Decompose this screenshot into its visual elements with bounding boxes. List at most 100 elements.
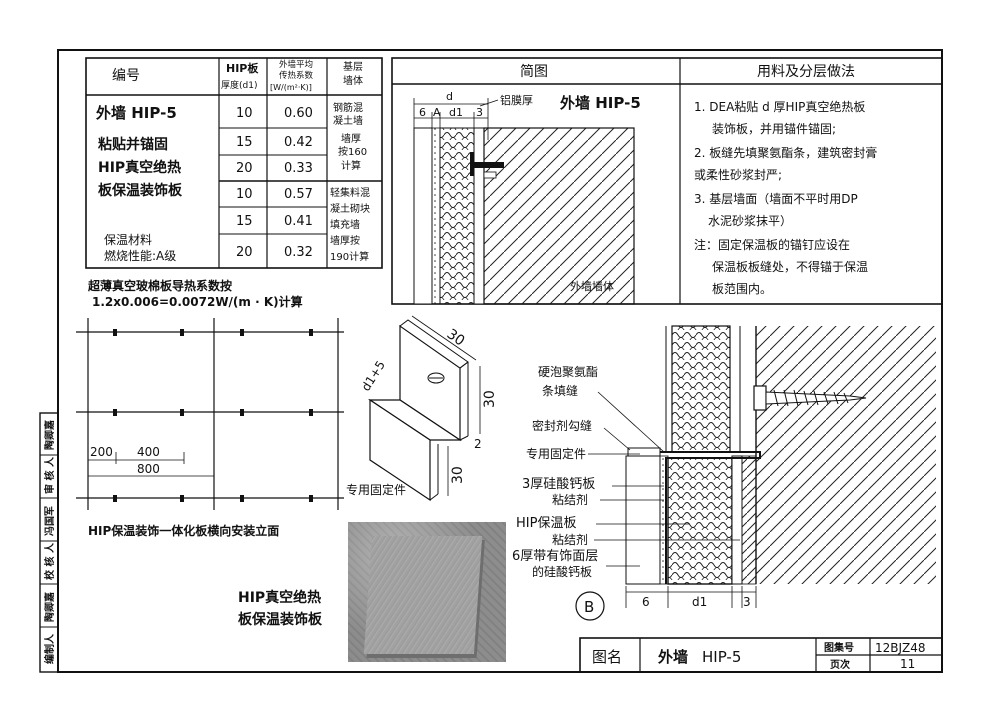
sketch-foil-label: 铝膜厚: [500, 93, 533, 107]
spec-row-3-d: 20: [236, 161, 253, 176]
sketch-dim-3: 3: [476, 106, 483, 119]
spec-base-b-3: 填充墙: [330, 218, 360, 231]
spec-desc-2: HIP真空绝热: [98, 159, 181, 176]
spec-row-4-u: 0.57: [284, 187, 313, 202]
detail-label-9: 6厚带有饰面层: [512, 549, 598, 564]
section-table: 简图 用料及分层做法: [391, 57, 943, 305]
method-4: 或柔性砂浆封严;: [694, 167, 782, 182]
spec-base-b-2: 凝土砌块: [330, 202, 370, 215]
spec-col-u2: 传热系数: [279, 70, 314, 81]
spec-row-6-d: 20: [236, 245, 253, 260]
elev-dim-200: 200: [90, 445, 113, 459]
sketch-dim-d: d: [446, 90, 453, 103]
spec-base-a-1: 钢筋混: [333, 101, 363, 114]
title-code: HIP-5: [702, 648, 741, 666]
detail-label-10: 的硅酸钙板: [532, 564, 592, 579]
spec-row-2-u: 0.42: [284, 135, 313, 150]
spec-fire: 燃烧性能:A级: [104, 248, 176, 263]
spec-base-a-4: 按160: [338, 145, 367, 158]
elevation-caption: HIP保温装饰一体化板横向安装立面: [88, 523, 279, 538]
fix-dim-d1p5: d1+5: [359, 358, 388, 393]
side-compiler-label: 编制人: [43, 633, 56, 664]
title-name: 外墙: [657, 648, 688, 666]
side-strip: 编制人 陶卿嘉 校 核 人 冯国军 审 核 人 陶卿嘉: [39, 412, 59, 673]
spec-col-base: 基层: [343, 60, 363, 73]
spec-row-1-d: 10: [236, 106, 253, 121]
fix-dim-2: 2: [474, 437, 482, 451]
product-photo: [348, 522, 506, 662]
method-5: 3. 基层墙面（墙面不平时用DP: [694, 192, 858, 206]
side-compiler-name: 陶卿嘉: [43, 592, 56, 622]
spec-desc-3: 板保温装饰板: [98, 182, 183, 199]
note-line-1: 超薄真空玻棉板导热系数按: [87, 278, 232, 293]
spec-col-u: 外墙平均: [279, 59, 313, 70]
section-col-sketch: 简图: [520, 63, 548, 80]
detail-dim-6: 6: [642, 595, 650, 609]
spec-row-5-u: 0.41: [284, 214, 313, 229]
note-line-2: 1.2x0.006=0.0072W/(m · K)计算: [92, 294, 303, 309]
detail-label-8: 粘结剂: [552, 532, 588, 547]
side-reviewer-name: 陶卿嘉: [43, 420, 56, 450]
method-2: 装饰板，并用锚件锚固;: [712, 121, 836, 136]
detail-b: 6 d1 3 硬泡聚氨酯 条填缝 密封剂勾缝 专用固定件 3厚硅酸钙板 粘结剂 …: [512, 325, 936, 621]
fix-dim-30-top: 30: [444, 326, 468, 349]
detail-dim-3: 3: [743, 595, 751, 609]
spec-desc-1: 粘贴并锚固: [98, 136, 168, 153]
section-col-method: 用料及分层做法: [757, 64, 855, 80]
spec-row-3-u: 0.33: [284, 161, 313, 176]
elev-dim-800: 800: [137, 462, 160, 476]
section-sketch: d 6 A d1 3 铝膜厚 外墙 HIP-5 外墙墙体: [413, 90, 641, 305]
method-8: 保温板板缝处，不得锚于保温: [712, 259, 868, 274]
detail-label-3: 密封剂勾缝: [532, 418, 592, 433]
detail-marker: B: [584, 598, 594, 616]
method-6: 水泥砂浆抹平）: [708, 213, 792, 228]
spec-base-a-2: 凝土墙: [333, 114, 363, 127]
title-atlas-label: 图集号: [824, 641, 854, 654]
method-text: 1. DEA粘贴 d 厚HIP真空绝热板 装饰板，并用锚件锚固; 2. 板缝先填…: [694, 99, 877, 296]
elev-dim-400: 400: [137, 445, 160, 459]
detail-label-2: 条填缝: [542, 383, 578, 398]
title-label: 图名: [592, 648, 622, 666]
photo-caption-2: 板保温装饰板: [238, 611, 323, 628]
spec-table: 编号 HIP板 厚度(d1) 外墙平均 传热系数 [W/(m²·K)] 基层 墙…: [85, 57, 383, 269]
spec-col-no: 编号: [112, 68, 140, 84]
fixing-caption: 专用固定件: [346, 482, 406, 497]
product-photo-tile: [363, 536, 483, 654]
photo-caption-1: HIP真空绝热: [238, 589, 321, 606]
spec-base-b-1: 轻集料混: [330, 186, 370, 199]
spec-material: 保温材料: [104, 233, 152, 247]
spec-base-b-5: 190计算: [330, 250, 369, 263]
method-7: 注：固定保温板的锚钉应设在: [694, 237, 850, 252]
sketch-dim-6: 6: [419, 106, 426, 119]
sketch-wall-label: 外墙墙体: [570, 279, 614, 293]
fix-dim-30-bottom: 30: [450, 466, 466, 484]
title-page-label: 页次: [830, 658, 850, 671]
title-atlas: 12BJZ48: [875, 641, 926, 655]
spec-base-a-3: 墙厚: [341, 132, 361, 145]
sketch-dim-d1: d1: [449, 106, 463, 119]
spec-col-base2: 墙体: [343, 74, 363, 87]
method-3: 2. 板缝先填聚氨酯条，建筑密封膏: [694, 145, 877, 160]
detail-label-5: 3厚硅酸钙板: [522, 477, 595, 492]
spec-base-a-5: 计算: [341, 159, 361, 172]
sheet-frame: [57, 49, 943, 673]
spec-wall-name: 外墙 HIP-5: [95, 104, 177, 122]
method-1: 1. DEA粘贴 d 厚HIP真空绝热板: [694, 99, 865, 114]
detail-marker-circle: [575, 591, 605, 621]
detail-dim-d1: d1: [692, 595, 707, 609]
title-page: 11: [900, 657, 915, 671]
detail-label-4: 专用固定件: [526, 446, 586, 461]
fix-dim-30-right: 30: [482, 390, 498, 408]
method-9: 板范围内。: [712, 282, 772, 296]
spec-col-u3: [W/(m²·K)]: [270, 83, 312, 92]
spec-row-1-u: 0.60: [284, 106, 313, 121]
detail-label-1: 硬泡聚氨酯: [538, 365, 598, 379]
elevation-grid: 200 400 800: [76, 318, 344, 510]
side-reviewer-label: 审 核 人: [43, 456, 56, 494]
detail-label-7: HIP保温板: [516, 516, 576, 531]
detail-label-6: 粘结剂: [552, 492, 588, 507]
spec-row-6-u: 0.32: [284, 245, 313, 260]
side-checker-name: 冯国军: [44, 506, 56, 536]
side-checker-label: 校 核 人: [43, 542, 56, 580]
